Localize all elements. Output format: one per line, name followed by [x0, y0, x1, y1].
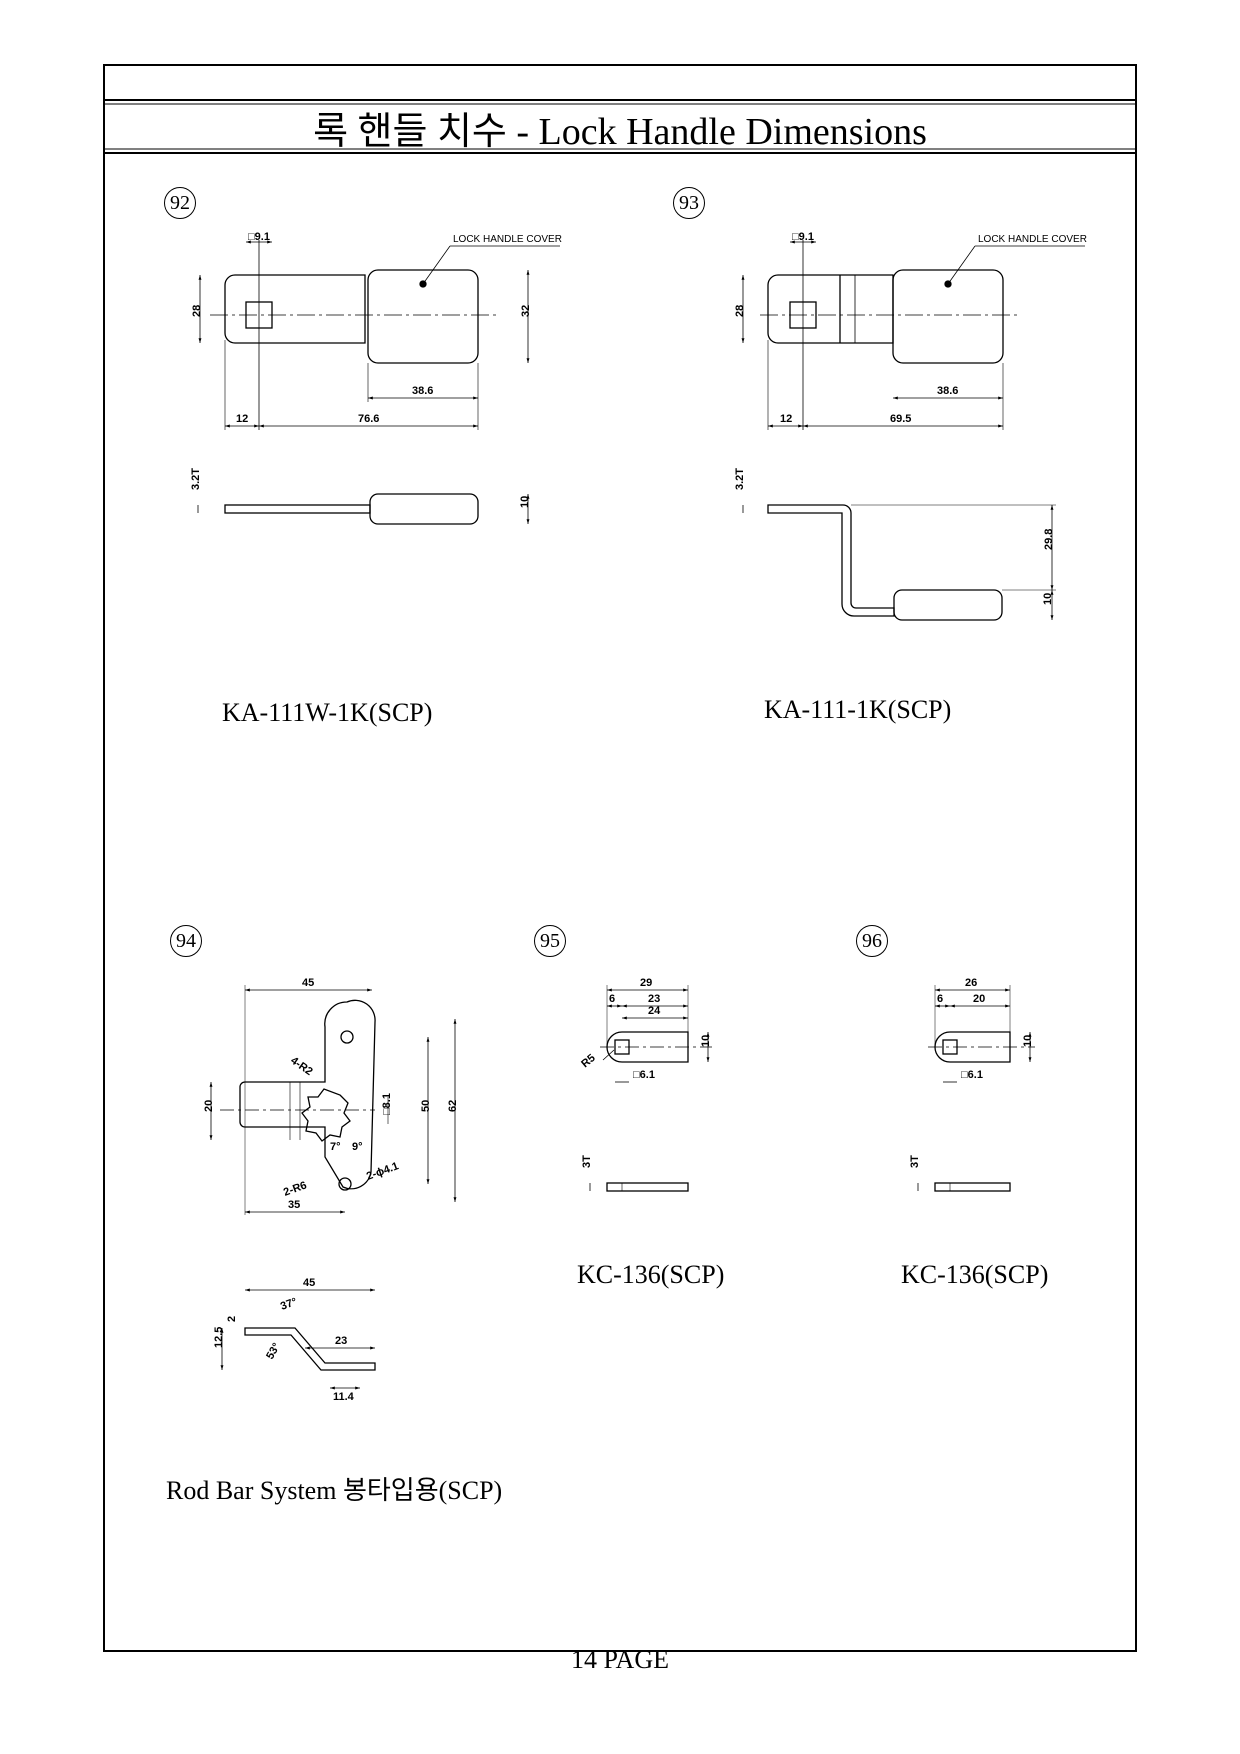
part-number-badge: 94: [170, 925, 202, 957]
page-title: 록 핸들 치수 - Lock Handle Dimensions: [313, 111, 927, 153]
dim-text: 7°: [330, 1141, 341, 1153]
dim-text: 4-R2: [288, 1055, 314, 1079]
dim-text: 23: [648, 993, 660, 1005]
dim-text: 23: [335, 1335, 347, 1347]
cover-label: LOCK HANDLE COVER: [453, 234, 562, 245]
dim-text: 3.2T: [734, 468, 746, 490]
dim-text: 2-R6: [282, 1179, 309, 1198]
page-frame: [103, 64, 1137, 1652]
dim-text: 35: [288, 1199, 300, 1211]
part-caption: Rod Bar System 봉타입용(SCP): [166, 1476, 503, 1505]
dim-text: 24: [648, 1005, 661, 1017]
dim-text: 76.6: [358, 413, 379, 425]
dim-text: □9.1: [248, 231, 270, 243]
dim-text: 12.5: [213, 1327, 225, 1348]
part-92-drawing: [197, 240, 560, 525]
dim-text: 28: [734, 305, 746, 317]
dim-text: 3T: [581, 1155, 593, 1168]
part-96-drawing: [917, 985, 1035, 1192]
dim-text: □6.1: [961, 1069, 983, 1081]
part-number-badge: 95: [534, 925, 566, 957]
dim-text: 10: [1022, 1035, 1034, 1047]
dim-text: 10: [700, 1035, 712, 1047]
part-94-drawing: [209, 985, 457, 1390]
dim-text: □9.1: [792, 231, 814, 243]
part-95-dims: 29 6 23 24 R5 10 □6.1 3T: [579, 977, 712, 1168]
part-caption: KA-111W-1K(SCP): [222, 698, 433, 727]
part-95-drawing: [589, 985, 712, 1192]
dim-text: 6: [937, 993, 943, 1005]
dim-text: 20: [973, 993, 985, 1005]
dim-text: □8.1: [381, 1093, 393, 1115]
part-caption: KA-111-1K(SCP): [764, 695, 952, 724]
page-footer: 14 PAGE: [570, 1645, 669, 1674]
part-93-drawing: [741, 240, 1085, 621]
part-92-dims: □9.1 28 32 38.6 12 76.6 3.2T 10: [190, 231, 532, 508]
dim-text: R5: [579, 1052, 597, 1070]
dim-text: 45: [303, 1277, 315, 1289]
dim-text: 12: [780, 413, 792, 425]
dim-text: 45: [302, 977, 314, 989]
part-94-dims: 45 4-R2 20 □8.1 50 62 7° 9° 2-ϕ4.1 2-R6 …: [203, 977, 459, 1403]
dim-text: 2-ϕ4.1: [365, 1160, 400, 1183]
dim-text: 9°: [352, 1141, 363, 1153]
dim-text: 12: [236, 413, 248, 425]
cover-label: LOCK HANDLE COVER: [978, 234, 1087, 245]
part-number-badge: 93: [673, 187, 705, 219]
dim-text: 50: [420, 1100, 432, 1112]
dim-text: 69.5: [890, 413, 911, 425]
dim-text: 26: [965, 977, 977, 989]
dim-text: 62: [447, 1100, 459, 1112]
dim-text: 28: [191, 305, 203, 317]
dim-text: 32: [520, 305, 532, 317]
dim-text: 53°: [264, 1341, 283, 1361]
dim-text: 10: [1042, 593, 1054, 605]
dim-text: 10: [519, 496, 531, 508]
part-caption: KC-136(SCP): [577, 1260, 725, 1289]
dim-text: □6.1: [633, 1069, 655, 1081]
dim-text: 2: [226, 1316, 238, 1322]
dim-text: 3.2T: [190, 468, 202, 490]
part-number-badge: 92: [164, 187, 196, 219]
part-96-dims: 26 6 20 10 □6.1 3T: [909, 977, 1034, 1168]
dim-text: 20: [203, 1100, 215, 1112]
dim-text: 29: [640, 977, 652, 989]
dim-text: 38.6: [937, 385, 958, 397]
dim-text: 6: [609, 993, 615, 1005]
part-number-badge: 96: [856, 925, 888, 957]
dim-text: 29.8: [1043, 529, 1055, 550]
part-93-dims: □9.1 28 38.6 12 69.5 3.2T 29.8 10: [734, 231, 1055, 605]
dim-text: 37°: [279, 1296, 299, 1313]
part-caption: KC-136(SCP): [901, 1260, 1049, 1289]
dim-text: 11.4: [333, 1391, 355, 1403]
dim-text: 38.6: [412, 385, 433, 397]
dim-text: 3T: [909, 1155, 921, 1168]
